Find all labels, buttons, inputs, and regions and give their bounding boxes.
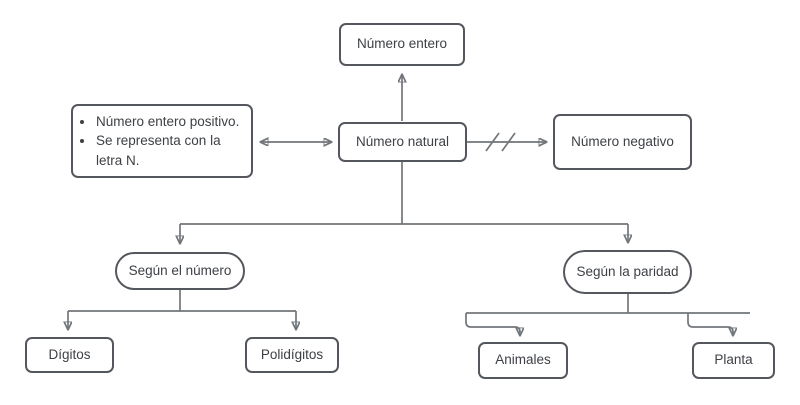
node-digitos: Dígitos [25, 337, 114, 373]
node-polidigitos-label: Polidígitos [260, 346, 324, 362]
break-slash-2 [501, 132, 516, 152]
node-digitos-label: Dígitos [48, 346, 91, 362]
node-numero-negativo-label: Número negativo [571, 133, 674, 149]
node-animales-label: Animales [495, 352, 551, 368]
note-bullet-item: Se representa con la letra N. [95, 131, 245, 169]
node-polidigitos: Polidígitos [245, 337, 339, 373]
node-numero-entero: Número entero [339, 23, 465, 66]
node-planta: Planta [692, 342, 775, 379]
node-numero-entero-label: Número entero [356, 36, 448, 52]
node-segun-el-numero: Según el número [115, 252, 245, 290]
node-planta-label: Planta [714, 352, 753, 368]
node-numero-natural-label: Número natural [355, 133, 450, 149]
note-numero-natural: Número entero positivo. Se representa co… [71, 104, 253, 178]
node-numero-natural: Número natural [338, 122, 467, 162]
connector-to-animales [465, 313, 520, 335]
note-bullet-list: Número entero positivo. Se representa co… [73, 106, 251, 175]
note-bullet-item: Número entero positivo. [95, 112, 245, 131]
node-animales: Animales [478, 342, 568, 379]
node-numero-negativo: Número negativo [553, 114, 692, 170]
connector-to-planta [687, 313, 733, 335]
break-slash-1 [485, 132, 500, 152]
node-segun-la-paridad: Según la paridad [563, 250, 692, 294]
node-segun-la-paridad-label: Según la paridad [576, 263, 679, 279]
node-segun-el-numero-label: Según el número [128, 262, 232, 278]
